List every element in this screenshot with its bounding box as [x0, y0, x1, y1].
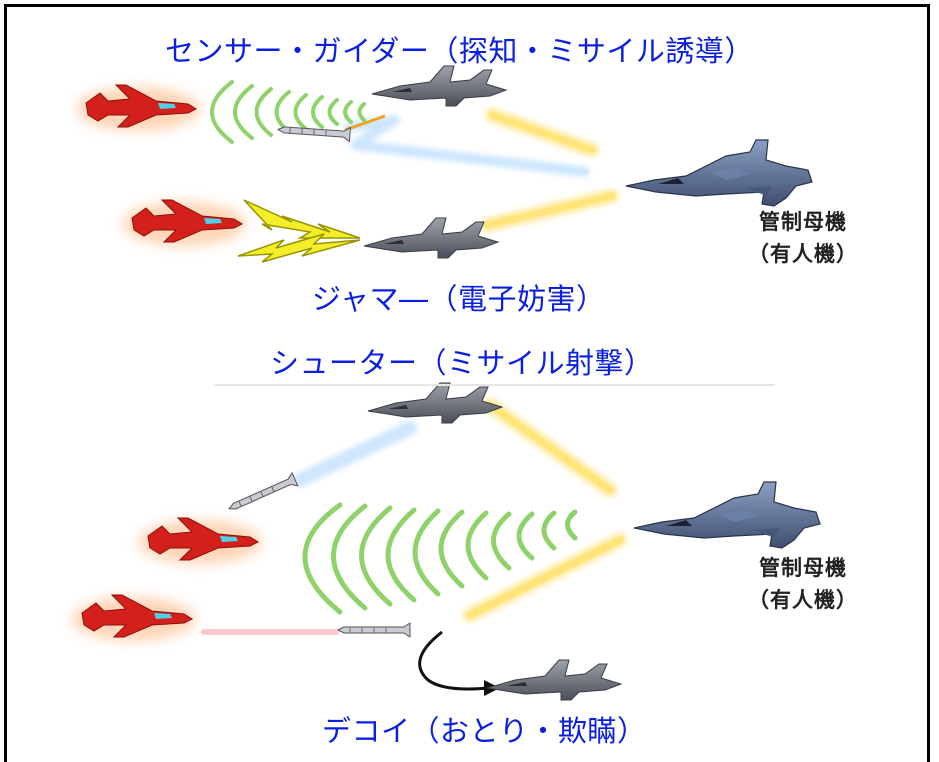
manned-fighter-icon [633, 481, 821, 549]
control-link-bottom-1 [483, 398, 617, 497]
missile-icon [277, 122, 351, 142]
label-jammer: ジャマ―（電子妨害） [312, 282, 606, 316]
control-link-top-2 [481, 189, 619, 232]
enemy-fighter-icon [76, 85, 200, 131]
control-aircraft-type: （有人機） [748, 588, 858, 612]
control-link-top-1 [485, 108, 599, 157]
control-aircraft-name: 管制母機 [759, 556, 847, 580]
label-sensor-guider: センサー・ガイダー（探知・ミサイル誘導） [165, 34, 754, 68]
section-divider [215, 384, 775, 386]
enemy-fighter-icon [122, 200, 246, 246]
maneuver-arrow-icon [418, 630, 500, 696]
missile-icon [337, 622, 411, 638]
enemy-fighter-icon [72, 595, 196, 641]
drone-icon [486, 659, 622, 701]
radar-wave-icon [302, 502, 578, 615]
jamming-bolt-icon [237, 199, 361, 263]
manned-fighter-icon [625, 139, 813, 207]
drone-icon [371, 65, 507, 107]
label-decoy: デコイ（おとり・欺瞞） [322, 714, 647, 748]
label-control-aircraft-bottom: 管制母機 （有人機） [748, 552, 858, 616]
label-shooter: シューター（ミサイル射撃） [270, 346, 654, 380]
label-control-aircraft-top: 管制母機 （有人機） [748, 206, 858, 270]
drone-icon [363, 217, 499, 259]
radar-wave-icon [210, 80, 366, 144]
guidance-beam-top [344, 114, 589, 177]
guidance-beam-bottom [293, 421, 417, 487]
control-link-bottom-2 [463, 533, 627, 622]
control-aircraft-type: （有人機） [748, 242, 858, 266]
enemy-fighter-icon [138, 518, 262, 564]
missile-icon [225, 472, 299, 516]
control-aircraft-name: 管制母機 [759, 210, 847, 234]
drone-icon [367, 382, 503, 424]
